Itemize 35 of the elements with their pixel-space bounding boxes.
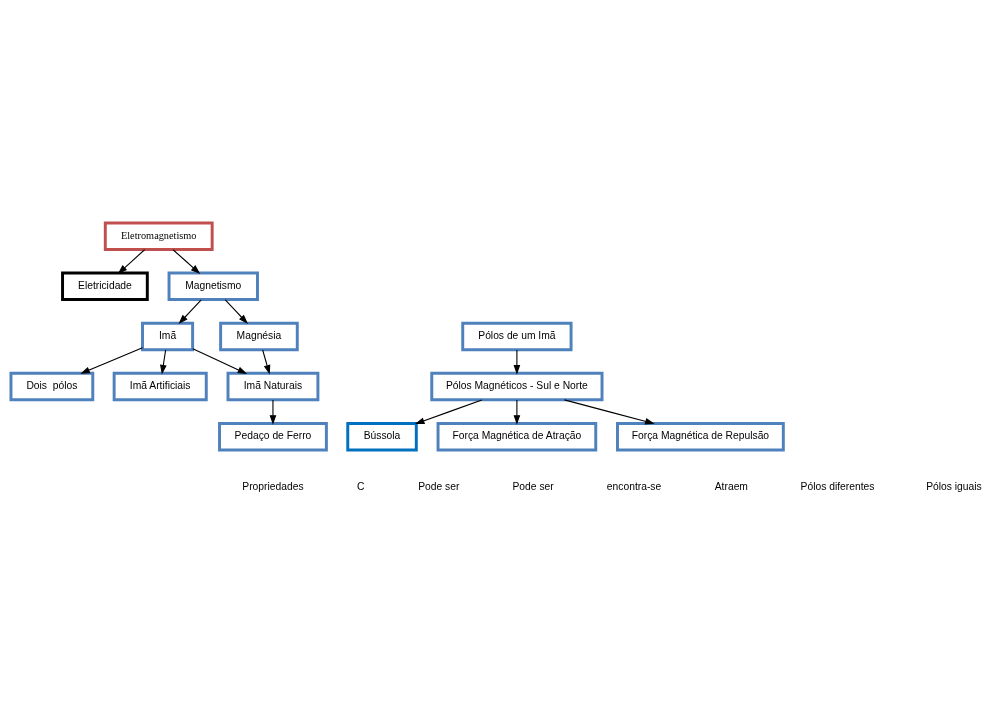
arrow (513, 349, 521, 375)
arrow (563, 399, 655, 425)
arrow (269, 399, 277, 425)
node-box: Força Magnética de Atração (436, 421, 598, 452)
node-box: Dois pólos (9, 371, 95, 402)
arrow (172, 249, 201, 274)
node-box: Magnetismo (167, 271, 259, 302)
label: Pólos diferentes (800, 480, 875, 492)
arrow (224, 299, 248, 325)
node-box: Eletromagnetismo (103, 221, 214, 251)
node-box: Eletricidade (61, 271, 149, 302)
arrow (80, 347, 143, 374)
arrow (117, 249, 146, 275)
node-box: Magnésia (219, 321, 299, 352)
arrow (178, 299, 202, 325)
arrow (414, 399, 483, 425)
label: Pode ser (512, 480, 554, 492)
node-box: Imã Artificiais (112, 371, 208, 402)
node-box: Pólos de um Imã (461, 321, 573, 352)
node-box: Pedaço de Ferro (218, 421, 328, 452)
node-box: Pólos Magnéticos - Sul e Norte (430, 371, 604, 402)
node-box: Imã (141, 321, 195, 352)
label: Propriedades (242, 480, 304, 492)
label: Pólos iguais (926, 480, 982, 492)
node-box: Força Magnética de Repulsão (616, 421, 785, 452)
label: C (356, 480, 365, 492)
label: Atraem (714, 480, 748, 492)
arrow (192, 348, 248, 374)
node-box: Imã Naturais (226, 371, 320, 402)
node-box: Bússola (346, 421, 418, 452)
arrow (513, 399, 521, 425)
arrow (160, 349, 167, 375)
label: encontra-se (606, 480, 662, 492)
label: Pode ser (418, 480, 460, 492)
arrow (262, 349, 271, 375)
